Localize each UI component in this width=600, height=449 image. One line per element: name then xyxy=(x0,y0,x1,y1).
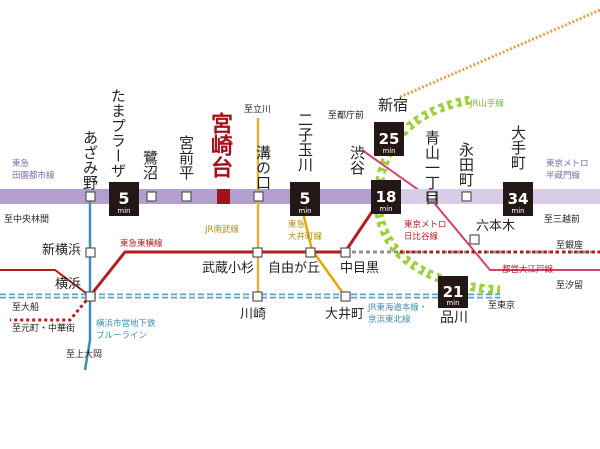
dest-chuorinkan: 至中央林間 xyxy=(4,213,49,225)
label-futakotamagawa: 二子玉川 xyxy=(296,112,314,172)
yamanote-line-inner xyxy=(376,98,501,292)
dest-tokyo: 至東京 xyxy=(488,299,515,311)
badge-futako-min: 5 xyxy=(299,189,310,208)
oedo-line xyxy=(361,149,600,271)
dest-mitsukoshimae: 至三越前 xyxy=(544,213,580,225)
badge-shibuya-min: 18 xyxy=(376,188,397,206)
label-shinjuku: 新宿 xyxy=(378,96,408,114)
badge-otemachi-unit: min xyxy=(511,207,524,215)
badge-futako-unit: min xyxy=(298,207,311,215)
label-nagatacho: 永田町 xyxy=(457,142,475,187)
label-yokohama: 横浜 xyxy=(55,277,81,292)
jiyugaoka-marker xyxy=(305,247,316,258)
label-aoyama: 青山一丁目 xyxy=(423,130,441,205)
line-oimachi-2: 大井町線 xyxy=(288,231,323,242)
hanzomon-line xyxy=(400,189,600,204)
badge-shinagawa-min: 21 xyxy=(443,283,464,301)
label-azamino: あざみ野 xyxy=(81,130,99,190)
label-shibuya: 渋谷 xyxy=(348,145,366,175)
label-miyamaedaira: 宮前平 xyxy=(177,135,195,180)
station-markers xyxy=(85,191,480,302)
label-kawasaki: 川崎 xyxy=(240,307,266,322)
label-shinagawa: 品川 xyxy=(440,310,468,326)
line-denentoshi-2: 田園都市線 xyxy=(12,170,55,181)
roppongi-marker xyxy=(469,234,480,245)
line-labels: 東急 田園都市線 東京メトロ 半蔵門線 JR山手線 JR南武線 東急 大井町線 … xyxy=(12,98,589,341)
badge-otemachi-min: 34 xyxy=(508,190,529,208)
dest-ginza: 至銀座 xyxy=(556,239,583,251)
chuo-line xyxy=(399,8,600,99)
line-toyoko: 東急東横線 xyxy=(120,238,163,249)
badge-shinjuku-unit: min xyxy=(382,147,395,155)
line-blueline-1: 横浜市営地下鉄 xyxy=(96,318,156,329)
label-nakameguro: 中目黒 xyxy=(340,261,379,276)
line-tokaido-1: JR東海道本線・ xyxy=(367,302,427,313)
line-hanzomon-2: 半蔵門線 xyxy=(546,170,581,181)
badge-shibuya: 18 min xyxy=(371,180,401,214)
dest-tachikawa: 至立川 xyxy=(244,103,271,115)
aoyama-marker xyxy=(426,191,437,202)
label-mizonokuchi: 溝の口 xyxy=(254,145,272,190)
line-blueline-2: ブルーライン xyxy=(96,330,147,341)
oimachi-marker xyxy=(340,291,351,302)
miyamaedaira-marker xyxy=(181,191,192,202)
dest-kamiooka: 至上大岡 xyxy=(66,348,102,360)
toyoko-line xyxy=(88,199,382,297)
azamino-marker xyxy=(85,191,96,202)
badge-tama-plaza: 5 min xyxy=(109,182,139,216)
toyoko-to-chuorinkan xyxy=(0,269,91,297)
denentoshi-line xyxy=(0,189,400,204)
saginuma-marker xyxy=(146,191,157,202)
destination-labels: 至立川 至都庁前 至中央林間 至三越前 至銀座 至汐留 至大船 至元町・中華街 … xyxy=(4,103,583,360)
blueline-line xyxy=(83,296,92,371)
badge-shinagawa: 21 min xyxy=(438,276,468,308)
badge-tama-plaza-unit: min xyxy=(117,207,130,215)
badge-futako-tamagawa: 5 min xyxy=(290,182,320,216)
badge-otemachi: 34 min xyxy=(503,182,533,216)
badge-shinjuku: 25 min xyxy=(374,122,404,156)
nagatacho-marker xyxy=(461,191,472,202)
label-otemachi: 大手町 xyxy=(509,125,527,170)
musashikosugi-marker xyxy=(252,247,263,258)
label-jiyugaoka: 自由が丘 xyxy=(268,261,320,276)
line-oimachi-1: 東急 xyxy=(288,219,306,230)
kawasaki-marker xyxy=(252,291,263,302)
line-yamanote: JR山手線 xyxy=(469,98,504,109)
line-nambu: JR南武線 xyxy=(204,224,239,235)
line-hibiya-2: 日比谷線 xyxy=(404,231,439,242)
dest-tochomae: 至都庁前 xyxy=(328,109,364,121)
badge-shinjuku-min: 25 xyxy=(379,130,400,148)
toyoko-to-motomachi xyxy=(10,295,92,322)
label-roppongi: 六本木 xyxy=(476,219,515,234)
station-labels: あざみ野 たまプラーザ 鷺沼 宮前平 溝の口 二子玉川 渋谷 青山一丁目 永田町… xyxy=(81,88,527,205)
badge-shibuya-unit: min xyxy=(379,205,392,213)
badge-shinagawa-unit: min xyxy=(446,299,459,307)
label-musashikosugi: 武蔵小杉 xyxy=(202,261,254,276)
line-hanzomon-1: 東京メトロ xyxy=(546,158,589,169)
label-tama-plaza: たまプラーザ xyxy=(109,88,127,178)
line-denentoshi-1: 東急 xyxy=(12,158,30,169)
line-hibiya-1: 東京メトロ xyxy=(404,219,447,230)
label-oimachi: 大井町 xyxy=(325,307,364,322)
yokohama-marker xyxy=(85,291,96,302)
shinyokohama-marker xyxy=(85,247,96,258)
home-station-marker xyxy=(217,189,230,204)
nakameguro-marker xyxy=(340,247,351,258)
dest-ofuna: 至大船 xyxy=(12,301,39,313)
label-shin-yokohama: 新横浜 xyxy=(42,242,81,258)
mizonokuchi-marker xyxy=(253,191,264,202)
home-station-label: 宮崎台 xyxy=(207,111,233,178)
badge-tama-plaza-min: 5 xyxy=(118,189,129,208)
line-tokaido-2: 京浜東北線 xyxy=(368,314,411,325)
dest-motomachi: 至元町・中華街 xyxy=(12,322,75,334)
line-oedo: 都営大江戸線 xyxy=(502,264,554,275)
dest-shiodome: 至汐留 xyxy=(556,279,583,291)
label-saginuma: 鷺沼 xyxy=(141,150,159,180)
